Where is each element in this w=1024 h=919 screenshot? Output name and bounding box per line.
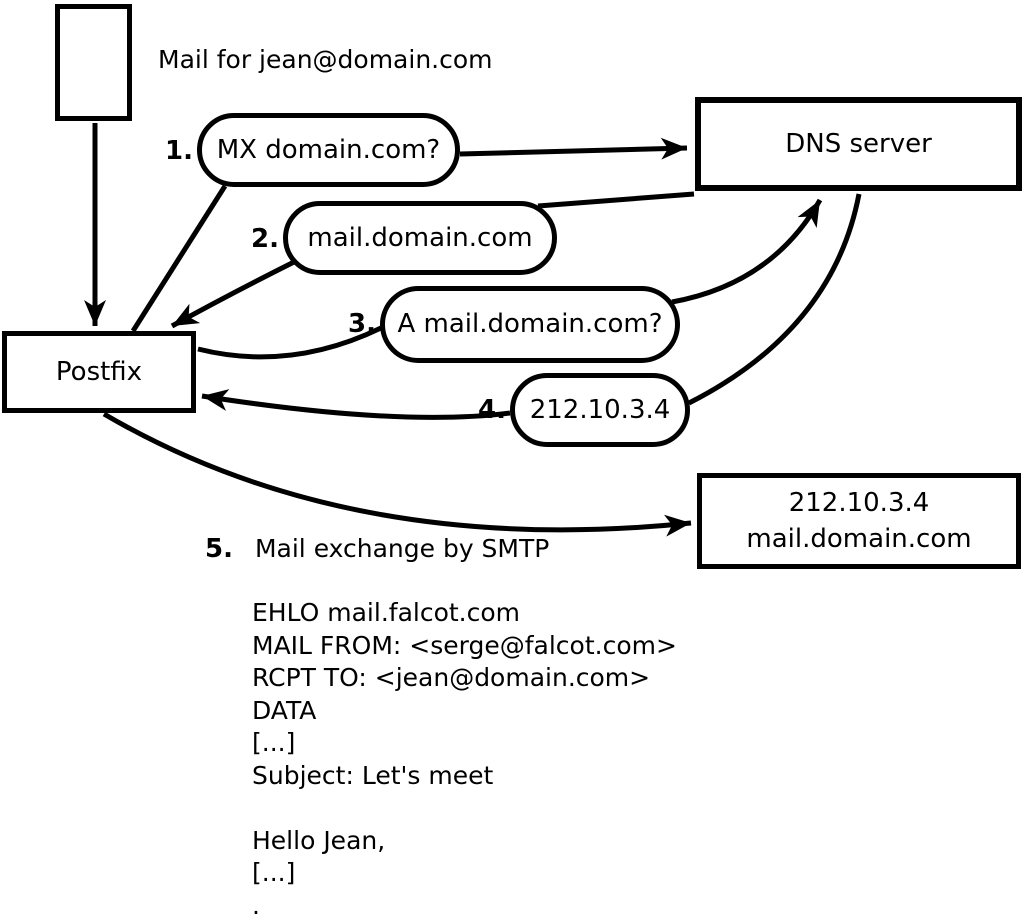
step1-query-label: MX domain.com? [216, 134, 441, 165]
step5-caption: 5. Mail exchange by SMTP [205, 533, 549, 565]
smtp-line: Hello Jean, [252, 825, 386, 855]
diagram-title: Mail for jean@domain.com [158, 45, 493, 74]
arrow-postfix-to-target [102, 411, 692, 537]
step4-answer-label: 212.10.3.4 [529, 394, 671, 425]
target-server-box: 212.10.3.4 mail.domain.com [697, 473, 1021, 569]
line-dns-to-step2 [537, 191, 695, 209]
step1-query-pill: MX domain.com? [197, 113, 460, 187]
step2-answer-pill: mail.domain.com [283, 201, 557, 275]
step3-query-label: A mail.domain.com? [397, 309, 663, 340]
postfix-box: Postfix [2, 331, 196, 413]
target-server-ip: 212.10.3.4 [788, 488, 930, 518]
line-postfix-to-step3 [197, 325, 383, 360]
smtp-session-transcript: EHLO mail.falcot.com MAIL FROM: <serge@f… [252, 597, 677, 919]
step3-query-pill: A mail.domain.com? [380, 286, 680, 363]
arrow-step4-to-postfix [201, 389, 511, 420]
dns-server-label: DNS server [785, 128, 932, 159]
arrow-step2-to-postfix [170, 259, 296, 329]
line-dns-to-step4 [687, 193, 862, 406]
step2-answer-label: mail.domain.com [307, 222, 533, 253]
smtp-line: RCPT TO: <jean@domain.com> [252, 663, 651, 692]
smtp-line: DATA [252, 695, 317, 725]
smtp-line: . [252, 890, 260, 919]
smtp-line-blank [252, 792, 677, 825]
smtp-line: [...] [252, 728, 296, 757]
smtp-line: [...] [252, 858, 296, 887]
step3-number: 3. [348, 309, 376, 339]
target-server-hostname: mail.domain.com [746, 524, 972, 554]
step5-label: Mail exchange by SMTP [254, 534, 550, 563]
line-postfix-to-step1 [130, 184, 228, 333]
step2-number: 2. [251, 224, 279, 254]
arrow-step1-to-dns [459, 137, 688, 160]
step4-number: 4. [478, 395, 506, 425]
postfix-label: Postfix [55, 356, 143, 387]
smtp-line: EHLO mail.falcot.com [252, 598, 521, 627]
sender-envelope-box [55, 4, 132, 121]
step5-number: 5. [205, 534, 233, 564]
step4-answer-pill: 212.10.3.4 [510, 373, 690, 447]
smtp-line: Subject: Let's meet [252, 760, 494, 790]
step1-number: 1. [165, 136, 193, 166]
dns-server-box: DNS server [695, 97, 1022, 191]
smtp-line: MAIL FROM: <serge@falcot.com> [252, 630, 677, 660]
arrow-step3-to-dns [671, 198, 823, 305]
